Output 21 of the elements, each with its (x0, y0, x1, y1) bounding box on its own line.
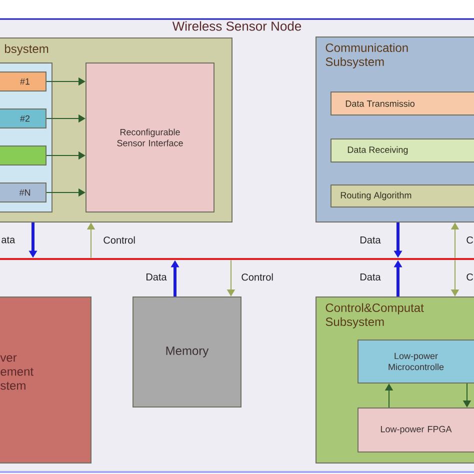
block-box: Memory (132, 296, 242, 408)
sensor-box (0, 146, 46, 166)
edge-label: C (466, 236, 474, 244)
edge-label: Data (360, 274, 381, 280)
block-box: Reconfigurable Sensor Interface (86, 62, 214, 212)
edge-label: Control (242, 273, 273, 281)
edge-label: ata (2, 236, 16, 244)
block-box: #1 (0, 72, 46, 92)
block-box: Data Transmissio (330, 92, 474, 116)
bus-line (0, 258, 474, 260)
block-box: Low-power FPGA (358, 408, 474, 452)
edge-label: Data (146, 274, 167, 280)
subsystem-box: ver ement stem (0, 296, 92, 464)
block-box: Low-power Microcontrolle (358, 340, 474, 384)
edge-label: Data (360, 236, 381, 244)
block-box: Routing Algorithm (330, 184, 474, 208)
edge-label: Control (104, 236, 135, 244)
block-box: Data Receiving (330, 138, 474, 162)
edge-label: C (466, 273, 474, 281)
block-box: #N (0, 182, 46, 202)
block-box: #2 (0, 108, 46, 128)
